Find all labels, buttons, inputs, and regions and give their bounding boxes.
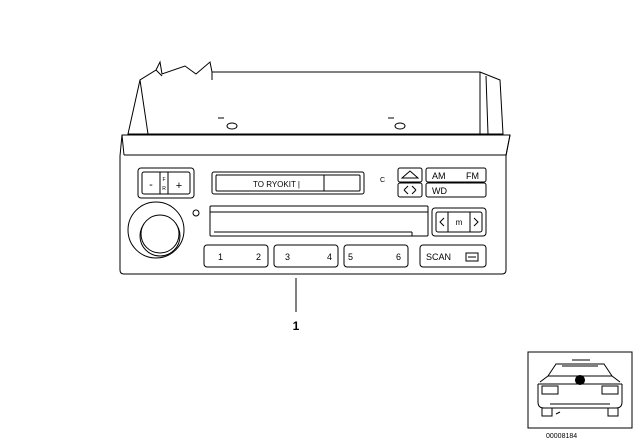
car-rear-icon xyxy=(537,359,623,417)
part-callout: 1 xyxy=(293,278,300,333)
fader-rocker-button[interactable]: - F R + xyxy=(137,167,195,199)
vehicle-location-thumbnail: 00008184 xyxy=(527,351,633,440)
fader-front-label: F xyxy=(162,177,165,183)
fader-rear-label: R xyxy=(162,186,166,192)
mounting-hole xyxy=(226,122,238,130)
scan-button[interactable]: SCAN xyxy=(419,244,487,268)
indicator-c: C xyxy=(380,177,385,184)
preset-4-label: 4 xyxy=(327,252,332,262)
tune-m-button[interactable]: m xyxy=(431,207,487,237)
scan-label: SCAN xyxy=(426,252,451,262)
preset-button-1-2[interactable]: 1 2 xyxy=(203,244,269,268)
am-label: AM xyxy=(432,171,446,181)
seek-button-lr[interactable] xyxy=(397,182,423,198)
eject-icon xyxy=(465,252,479,262)
preset-button-5-6[interactable]: 5 6 xyxy=(343,244,409,268)
preset-button-3-4[interactable]: 3 4 xyxy=(273,244,339,268)
volume-knob[interactable] xyxy=(127,201,200,259)
plus-label: + xyxy=(176,180,182,192)
seek-button-up[interactable] xyxy=(397,167,423,183)
preset-6-label: 6 xyxy=(396,252,401,262)
indicator-led xyxy=(192,209,200,217)
preset-2-label: 2 xyxy=(256,252,261,262)
am-fm-button[interactable]: AM FM xyxy=(425,167,487,183)
wd-label: WD xyxy=(432,186,447,196)
cassette-slot xyxy=(209,205,429,237)
m-label: m xyxy=(456,218,463,227)
thumbnail-caption: 00008184 xyxy=(546,433,577,440)
preset-1-label: 1 xyxy=(218,252,223,262)
location-dot-icon xyxy=(575,375,585,385)
fm-label: FM xyxy=(466,171,479,181)
wd-button[interactable]: WD xyxy=(425,182,487,198)
radio-chassis xyxy=(127,60,504,135)
display-text: TO RYOKIT | xyxy=(253,180,300,189)
part-number-label: 1 xyxy=(293,319,300,333)
minus-label: - xyxy=(149,179,153,191)
station-display: TO RYOKIT | xyxy=(211,171,365,195)
preset-3-label: 3 xyxy=(285,252,290,262)
mounting-hole xyxy=(394,122,406,130)
preset-5-label: 5 xyxy=(348,252,353,262)
